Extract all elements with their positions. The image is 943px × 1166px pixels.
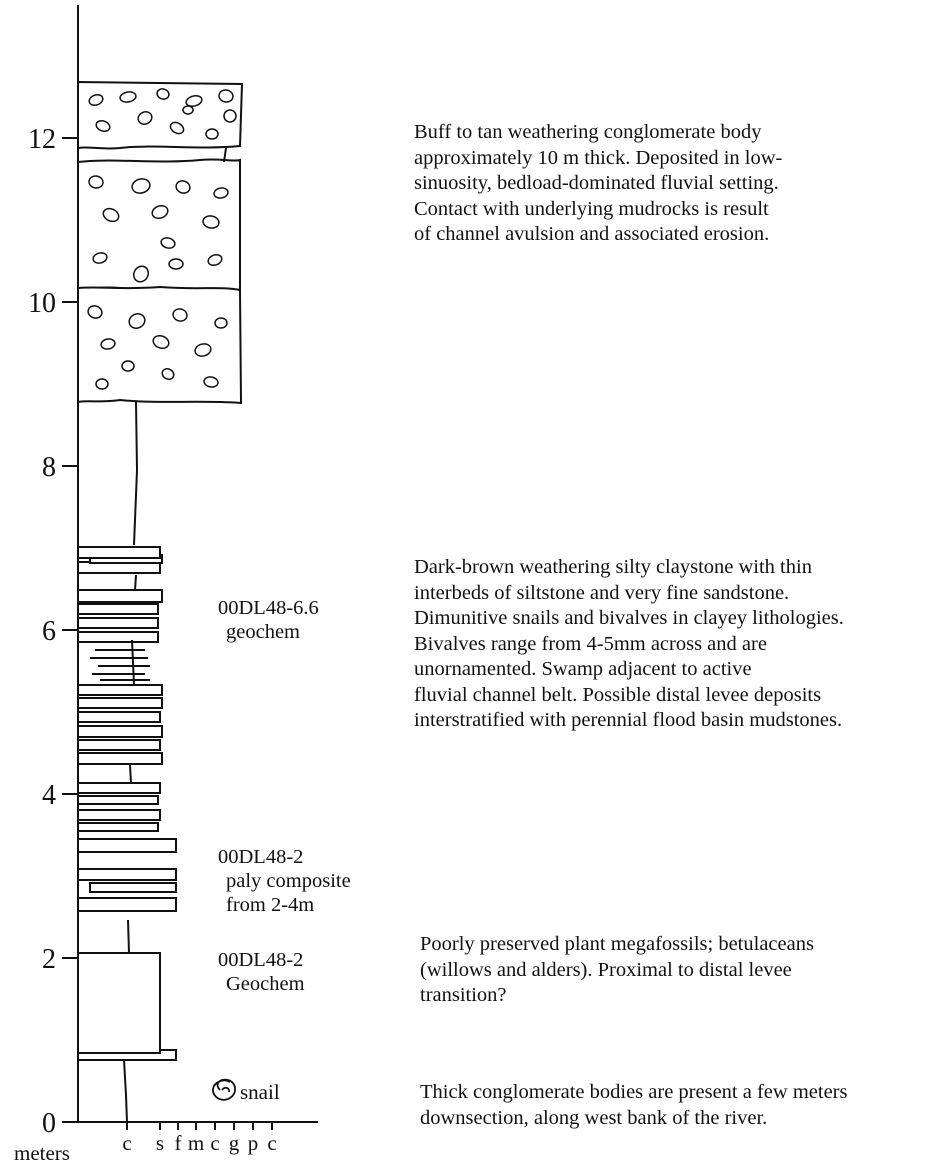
pebble xyxy=(161,367,175,381)
pebble xyxy=(169,121,185,135)
pebble xyxy=(100,338,116,350)
pebble xyxy=(205,128,219,140)
unit-description: Dark-brown weathering silty claystone wi… xyxy=(414,556,844,731)
pebble xyxy=(182,105,194,115)
pebble xyxy=(168,258,184,270)
meters-label: meters xyxy=(14,1141,70,1165)
sample-label: 00DL48-2 Geochem xyxy=(218,949,305,995)
beds xyxy=(77,80,244,1123)
axis-ticks: 0 2 4 6 8 10 12 xyxy=(28,124,78,1139)
pebble xyxy=(202,215,220,229)
sandstone-interbed xyxy=(77,711,161,723)
axis-tick-label: 12 xyxy=(28,124,56,155)
pebble xyxy=(156,88,170,100)
sandstone-interbed xyxy=(77,603,159,615)
axis-tick-label: 2 xyxy=(42,944,56,975)
grain-size-label: f xyxy=(175,1131,182,1155)
conglomerate-bed xyxy=(77,80,244,150)
sandstone-interbed xyxy=(77,725,163,738)
pebble xyxy=(194,343,212,357)
sample-label: 00DL48-6.6 geochem xyxy=(218,597,319,643)
pebble xyxy=(121,360,135,372)
sandstone-interbed xyxy=(77,631,159,643)
pebble xyxy=(203,376,219,388)
sandstone-interbed xyxy=(77,752,163,765)
sandstone-interbed xyxy=(89,882,177,893)
grain-size-label: c xyxy=(210,1131,219,1155)
pebble xyxy=(214,317,228,329)
grain-size-label: m xyxy=(188,1131,204,1155)
sandstone-interbed xyxy=(77,782,161,794)
axis-tick-label: 10 xyxy=(28,288,56,319)
pebble xyxy=(102,207,120,223)
grain-size-label: c xyxy=(122,1131,131,1155)
sandstone-interbed xyxy=(77,952,161,1054)
sandstone-interbed xyxy=(77,838,177,853)
pebble xyxy=(137,111,153,125)
sandstone-interbed xyxy=(77,795,159,805)
sample-label: 00DL48-2 paly composite from 2-4m xyxy=(218,846,351,916)
sandstone-interbed xyxy=(77,809,161,821)
sandstone-interbed xyxy=(77,589,163,603)
pebble xyxy=(128,313,146,329)
pebble xyxy=(88,175,104,189)
pebble xyxy=(132,265,150,283)
conglomerate-bed xyxy=(77,285,243,405)
sandstone-interbed xyxy=(77,617,159,629)
mudrock-trace xyxy=(123,401,139,1123)
pebble xyxy=(185,94,203,108)
sandstone-interbed xyxy=(77,868,177,881)
pebble xyxy=(213,187,229,199)
sandstone-interbed xyxy=(77,822,159,832)
pebble xyxy=(175,180,191,194)
pebble xyxy=(131,178,151,194)
pebble xyxy=(160,237,176,249)
snail-label: snail xyxy=(240,1080,280,1104)
grain-size-label: s xyxy=(156,1131,164,1155)
axis-tick-label: 8 xyxy=(42,452,56,483)
pebble xyxy=(151,204,169,220)
pebble xyxy=(92,252,108,264)
grain-size-label: g xyxy=(229,1131,240,1155)
pebble xyxy=(95,119,111,133)
snail-icon xyxy=(212,1078,236,1101)
sandstone-interbed xyxy=(77,897,177,912)
pebble xyxy=(95,378,109,390)
pebble xyxy=(223,109,237,123)
unit-description: Buff to tan weathering conglomerate body… xyxy=(414,121,783,245)
pebble xyxy=(88,93,104,107)
axis-tick-label: 0 xyxy=(42,1108,56,1139)
unit-description: Thick conglomerate bodies are present a … xyxy=(420,1081,848,1129)
sandstone-interbed xyxy=(77,546,161,559)
conglomerate-clasts xyxy=(87,88,237,390)
sandstone-interbed xyxy=(77,684,163,696)
pebble xyxy=(172,308,188,322)
sandstone-interbed xyxy=(77,697,163,709)
pebble xyxy=(87,305,103,319)
axis-tick-label: 4 xyxy=(42,780,56,811)
pebble xyxy=(207,253,223,267)
pebble xyxy=(119,91,137,103)
bed-gap-line xyxy=(223,147,227,163)
unit-description: Poorly preserved plant megafossils; betu… xyxy=(420,933,814,1006)
axis-tick-label: 6 xyxy=(42,616,56,647)
sandstone-interbed xyxy=(77,739,161,751)
pebble xyxy=(152,334,170,350)
grain-size-label: p xyxy=(248,1131,259,1155)
pebble xyxy=(218,89,234,103)
grain-size-label: c xyxy=(267,1131,276,1155)
